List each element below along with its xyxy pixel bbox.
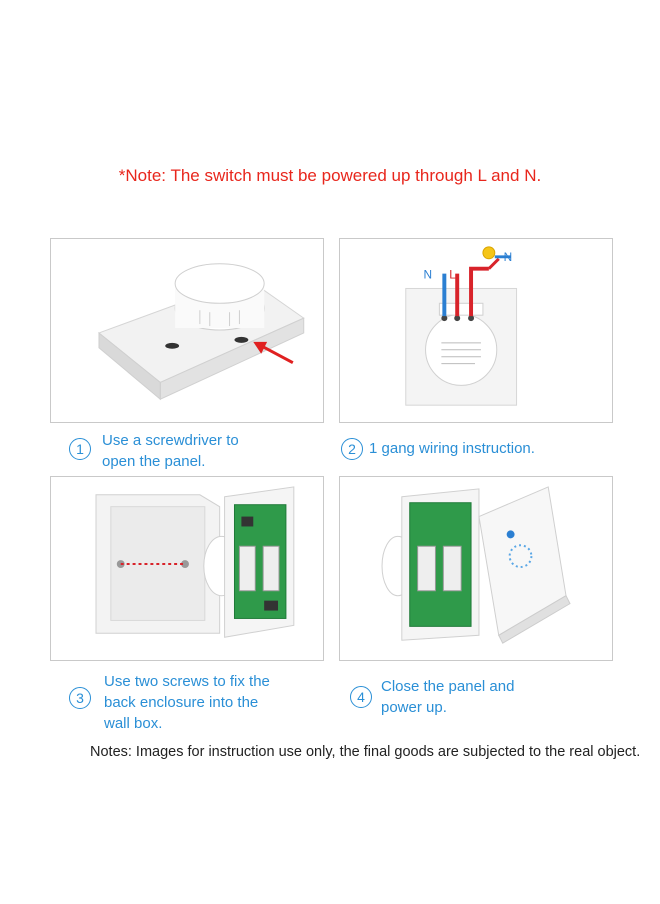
switch-back-illustration [97, 263, 305, 401]
step-1-number: 1 [69, 438, 91, 460]
step-1-image [50, 238, 324, 423]
step-1-text: Use a screwdriver to open the panel. [102, 432, 239, 470]
neutral-label: N [424, 268, 433, 282]
step-4-image [339, 476, 613, 661]
load-neutral-label: N [504, 250, 513, 264]
step-3-number: 3 [69, 687, 91, 709]
step-2-text: 1 gang wiring instruction. [369, 440, 535, 457]
step-2-image: N L N [339, 238, 613, 423]
disclaimer-note: Notes: Images for instruction use only, … [90, 744, 641, 760]
step-3-text: Use two screws to fix the back enclosure… [104, 673, 270, 732]
step-3-image [50, 476, 324, 661]
step-4-number: 4 [350, 686, 372, 708]
step-4-text: Close the panel and power up. [381, 678, 515, 716]
back-box-illustration [95, 486, 295, 638]
power-note: *Note: The switch must be powered up thr… [118, 166, 542, 185]
wiring-illustration: N L N [405, 246, 518, 406]
close-panel-illustration [381, 486, 571, 644]
live-label: L [449, 268, 456, 282]
step-2-number: 2 [341, 438, 363, 460]
